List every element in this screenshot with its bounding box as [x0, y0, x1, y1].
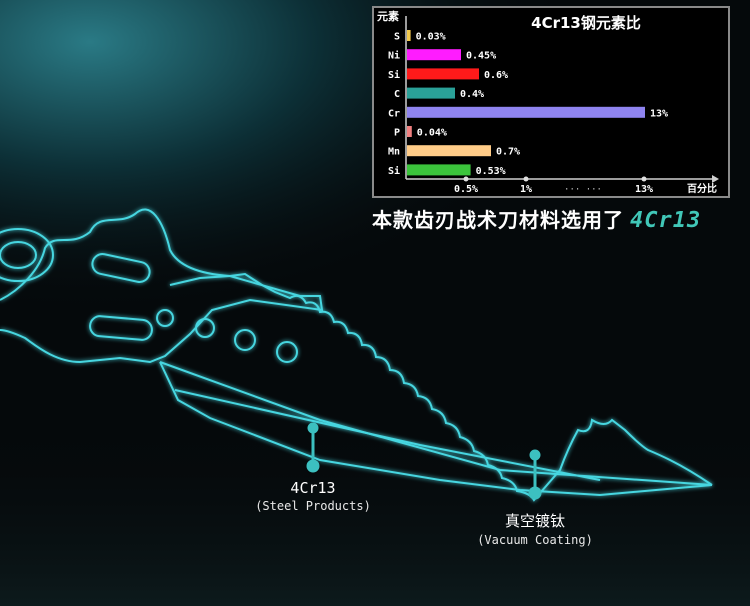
- caption-text: 本款齿刃战术刀材料选用了: [372, 208, 624, 232]
- blade-bevel: [159, 361, 713, 486]
- category-label: Si: [388, 165, 400, 177]
- x-tick-label: 1%: [520, 184, 532, 195]
- x-axis-arrow: [712, 175, 719, 183]
- bar-value-label: 0.7%: [496, 147, 520, 158]
- callout-dot: [306, 459, 320, 473]
- callout-steel: 4Cr13 (Steel Products): [233, 479, 393, 513]
- knife-handle: [0, 208, 324, 364]
- x-tick-label: 13%: [635, 184, 653, 195]
- x-tick-dot: [641, 176, 647, 182]
- bar-value-label: 0.53%: [476, 166, 506, 177]
- x-axis-break: ··· ···: [564, 185, 602, 195]
- caption-highlight: 4Cr13: [630, 208, 702, 233]
- bar: [407, 126, 412, 137]
- floor-shade: [0, 420, 750, 606]
- handle-ring-inner: [0, 241, 37, 269]
- category-label: C: [394, 89, 400, 100]
- x-tick-dot: [523, 176, 529, 182]
- handle-slot: [91, 253, 151, 283]
- callout-steel-subtitle: (Steel Products): [255, 499, 371, 513]
- bar: [407, 49, 461, 61]
- callout-dot: [307, 422, 319, 434]
- handle-ring: [0, 228, 54, 282]
- handle-slot: [89, 315, 153, 341]
- x-axis-label: 百分比: [687, 182, 717, 195]
- blade-hole: [234, 329, 256, 351]
- knife-outline: [0, 208, 713, 502]
- bar: [407, 164, 471, 176]
- blade-spine-serrated: [169, 272, 713, 502]
- callout-dot: [529, 449, 541, 461]
- blade-hole: [276, 341, 298, 363]
- bar-value-label: 0.03%: [416, 32, 446, 43]
- blade-hole: [156, 309, 174, 327]
- bar: [407, 87, 455, 99]
- bar-value-label: 0.4%: [460, 89, 484, 100]
- chart-title: 4Cr13钢元素比: [531, 14, 641, 32]
- callout-coating: 真空镀钛 (Vacuum Coating): [455, 510, 615, 547]
- bar: [407, 30, 411, 41]
- blade-edge: [159, 361, 713, 497]
- category-label: Cr: [388, 108, 400, 119]
- element-bar-chart: 4Cr13钢元素比 元素 S 0.03% Ni 0.45% Si 0.6% C 0.4% Cr 13%…: [377, 9, 719, 195]
- bar-value-label: 0.45%: [466, 51, 496, 62]
- callout-dot: [528, 486, 542, 500]
- callout-coating-title: 真空镀钛: [504, 512, 565, 530]
- bar-value-label: 0.04%: [417, 128, 447, 139]
- element-chart-panel: 4Cr13钢元素比 元素 S 0.03% Ni 0.45% Si 0.6% C 0.4% Cr 13%…: [372, 6, 730, 198]
- y-axis-label: 元素: [377, 9, 399, 23]
- blade-hole: [195, 318, 215, 338]
- category-label: Mn: [388, 147, 400, 158]
- x-tick-label: 0.5%: [454, 184, 478, 195]
- category-label: Ni: [388, 50, 400, 62]
- callout-pins: [306, 422, 542, 500]
- callout-steel-title: 4Cr13: [290, 479, 336, 497]
- category-label: Si: [388, 69, 400, 81]
- category-label: P: [394, 128, 400, 139]
- bar-value-label: 13%: [650, 108, 668, 119]
- bar: [407, 106, 645, 118]
- bar: [407, 145, 491, 157]
- x-tick-dot: [463, 176, 469, 182]
- blade-fuller: [174, 389, 601, 481]
- bar: [407, 68, 479, 80]
- category-label: S: [394, 32, 400, 43]
- callout-coating-subtitle: (Vacuum Coating): [477, 533, 593, 547]
- bar-value-label: 0.6%: [484, 70, 508, 81]
